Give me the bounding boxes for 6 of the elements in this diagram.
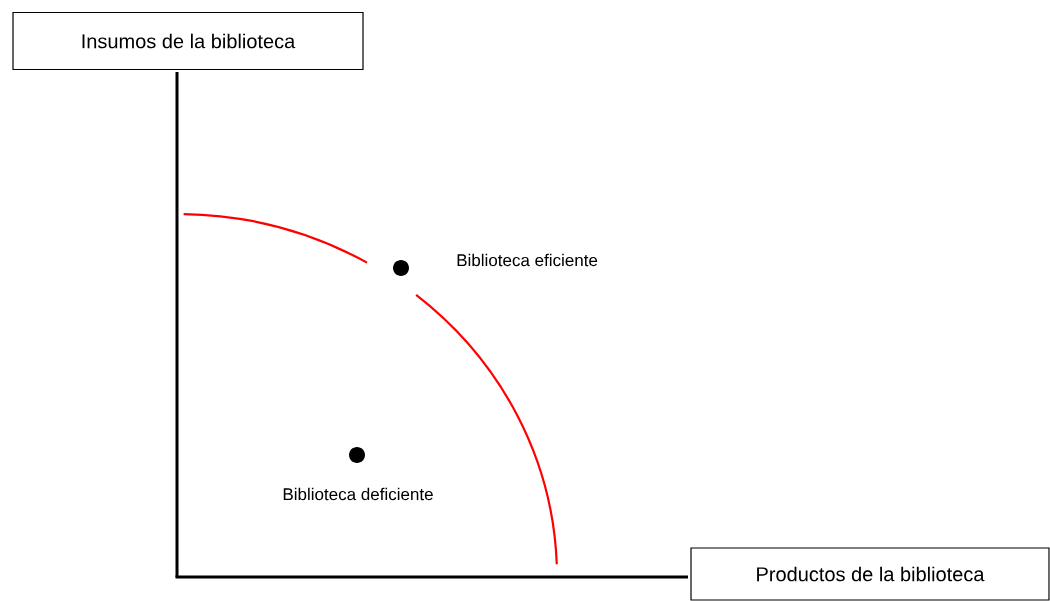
- axis-label-box: Insumos de la biblioteca: [12, 11, 364, 71]
- point-label: Biblioteca eficiente: [457, 253, 598, 267]
- axis-label-box: Productos de la biblioteca: [690, 547, 1050, 601]
- point-dot: [349, 447, 365, 463]
- point-dot: [393, 260, 409, 276]
- point-label: Biblioteca deficiente: [283, 487, 433, 501]
